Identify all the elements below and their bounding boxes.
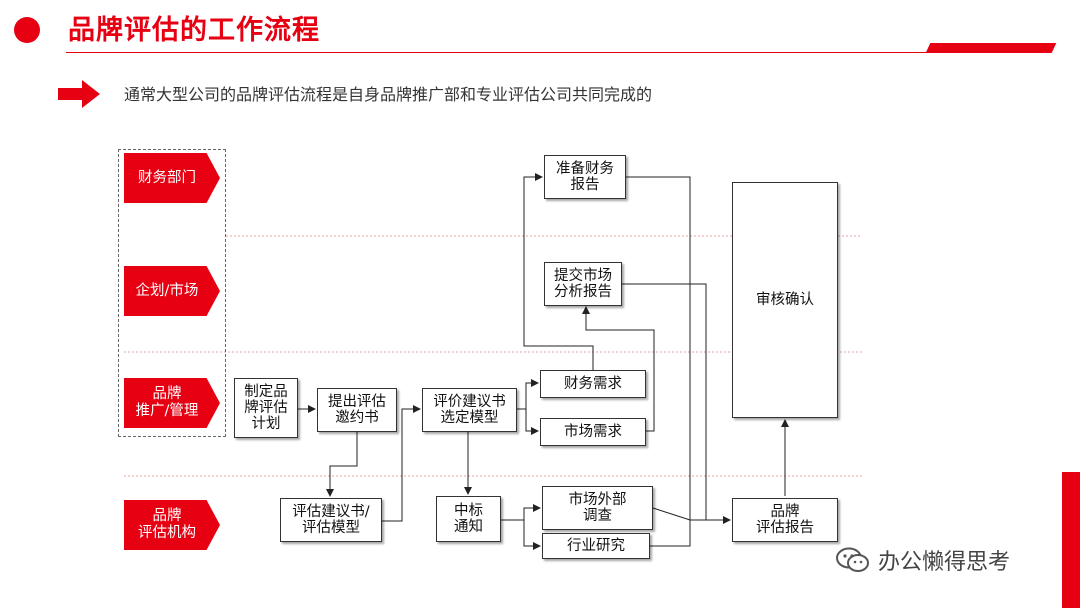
corner-accent-bar bbox=[1062, 472, 1080, 608]
node-market-report: 提交市场 分析报告 bbox=[544, 262, 622, 306]
dept-brand-promotion: 品牌 推广/管理 bbox=[124, 378, 220, 428]
connector bbox=[523, 173, 594, 370]
node-external-survey: 市场外部 调查 bbox=[542, 486, 653, 530]
node-award: 中标 通知 bbox=[436, 496, 501, 542]
node-label: 评估建议书/ 评估模型 bbox=[292, 504, 370, 536]
node-proposal: 评估建议书/ 评估模型 bbox=[280, 498, 382, 542]
connector bbox=[525, 409, 539, 435]
node-industry: 行业研究 bbox=[542, 533, 650, 559]
node-label: 提交市场 分析报告 bbox=[554, 268, 612, 300]
title-underline bbox=[66, 52, 932, 53]
node-label: 品牌 评估报告 bbox=[756, 504, 814, 536]
dept-planning-market: 企划/市场 bbox=[124, 266, 220, 316]
connector bbox=[626, 176, 691, 520]
dept-label: 品牌 评估机构 bbox=[138, 508, 196, 541]
connector bbox=[652, 507, 731, 524]
node-label: 市场外部 调查 bbox=[568, 492, 627, 524]
node-label: 提出评估 邀约书 bbox=[328, 394, 386, 426]
watermark-text: 办公懒得思考 bbox=[878, 550, 1011, 575]
connector bbox=[517, 379, 539, 410]
connector bbox=[650, 520, 691, 547]
connector bbox=[621, 283, 707, 520]
node-label: 市场需求 bbox=[564, 424, 622, 440]
dept-label: 财务部门 bbox=[138, 169, 196, 186]
node-finance-report: 准备财务 报告 bbox=[544, 155, 626, 199]
node-label: 制定品 牌评估 计划 bbox=[244, 384, 288, 432]
node-label: 准备财务 报告 bbox=[556, 161, 614, 193]
node-label: 财务需求 bbox=[564, 376, 622, 392]
connector bbox=[523, 520, 541, 550]
node-label: 评价建议书 选定模型 bbox=[433, 394, 506, 426]
node-market-need: 市场需求 bbox=[540, 418, 646, 446]
wechat-icon bbox=[836, 547, 869, 572]
node-plan: 制定品 牌评估 计划 bbox=[234, 378, 298, 438]
connector bbox=[326, 432, 358, 497]
page-title: 品牌评估的工作流程 bbox=[68, 15, 320, 46]
node-invite: 提出评估 邀约书 bbox=[317, 388, 397, 432]
header-dot-icon bbox=[14, 17, 40, 43]
node-evaluate: 评价建议书 选定模型 bbox=[422, 388, 517, 432]
dept-label: 品牌 推广/管理 bbox=[135, 386, 199, 419]
dept-brand-agency: 品牌 评估机构 bbox=[124, 500, 220, 550]
page-subtitle: 通常大型公司的品牌评估流程是自身品牌推广部和专业评估公司共同完成的 bbox=[124, 85, 653, 104]
dept-column-frame bbox=[118, 149, 226, 437]
node-brand-report: 品牌 评估报告 bbox=[732, 498, 838, 542]
watermark: 办公懒得思考 bbox=[836, 544, 1010, 576]
dept-label: 企划/市场 bbox=[135, 282, 199, 299]
node-label: 行业研究 bbox=[567, 538, 625, 554]
dept-finance: 财务部门 bbox=[124, 153, 220, 203]
node-review: 审核确认 bbox=[732, 182, 838, 418]
connector bbox=[382, 405, 421, 522]
node-finance-need: 财务需求 bbox=[540, 370, 646, 398]
node-label: 审核确认 bbox=[756, 292, 814, 308]
node-label: 中标 通知 bbox=[454, 503, 483, 535]
connector bbox=[501, 504, 541, 521]
arrow-right-icon bbox=[58, 80, 100, 108]
connector bbox=[582, 306, 655, 432]
